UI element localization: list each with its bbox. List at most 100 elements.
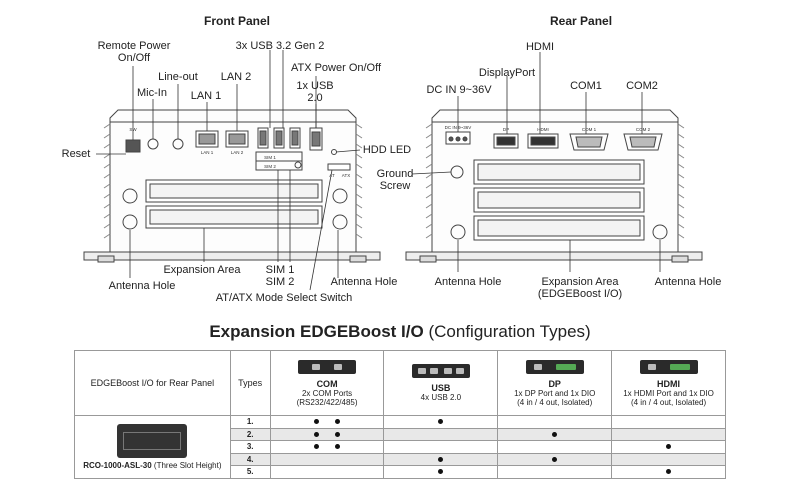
label-atx-power: ATX Power On/Off: [290, 62, 382, 74]
label-line-out: Line-out: [158, 71, 198, 83]
type-number: 4.: [229, 452, 271, 466]
header-hdmi-line2: (4 in / 4 out, Isolated): [630, 397, 707, 407]
usb-module-image: [411, 364, 470, 378]
front-panel-title: Front Panel: [204, 14, 271, 28]
label-sim: SIM 1 SIM 2: [260, 264, 300, 288]
config-title: Expansion EDGEBoost I/O (Configuration T…: [0, 322, 800, 342]
silk-lan1: LAN 1: [201, 150, 214, 155]
config-header-row: EDGEBoost I/O for Rear Panel Types COM 2…: [74, 350, 726, 416]
label-expansion-rear: Expansion Area (EDGEBoost I/O): [532, 276, 628, 300]
label-hdd-led: HDD LED: [362, 144, 412, 156]
included-dot: [314, 431, 320, 437]
silk-labels: SW LAN 1 LAN 2 SIM 1 SIM 2 AT ATX DC IN …: [129, 125, 650, 178]
label-antenna-front-left: Antenna Hole: [108, 280, 176, 292]
label-usb20-line2: 2.0: [307, 92, 323, 104]
label-usb20-line1: 1x USB: [296, 80, 334, 92]
silk-hdmi: HDMI: [537, 127, 549, 132]
label-ground-line2: Screw: [379, 180, 411, 192]
label-antenna-front-right: Antenna Hole: [330, 276, 398, 288]
cell-dp: [497, 440, 613, 454]
cell-hdmi: [611, 465, 726, 479]
silk-at: AT: [329, 173, 335, 178]
cell-dp: [497, 415, 613, 429]
cell-com: [269, 465, 385, 479]
cell-dp: [497, 427, 613, 441]
included-dot: [666, 469, 672, 475]
config-row: 3.: [75, 440, 726, 454]
config-row: 4.: [75, 452, 726, 466]
header-usb-name: USB: [431, 383, 451, 393]
silk-sim2: SIM 2: [264, 164, 276, 169]
label-ground-screw: Ground Screw: [372, 168, 418, 192]
silk-sw: SW: [129, 127, 137, 132]
model-note: (Three Slot Height): [153, 460, 222, 470]
header-hdmi-name: HDMI: [657, 378, 681, 389]
label-com2: COM2: [626, 80, 658, 92]
cell-dp: [497, 452, 613, 466]
config-row: RCO-1000-ASL-30 (Three Slot Height)1.: [74, 415, 726, 479]
silk-com2: COM 2: [636, 127, 651, 132]
cell-hdmi: [611, 427, 726, 441]
model-image: [117, 423, 188, 458]
label-ground-line1: Ground: [376, 168, 414, 180]
header-dp-line2: (4 in / 4 out, Isolated): [517, 397, 593, 407]
header-dp-name: DP: [548, 378, 561, 389]
model-name: RCO-1000-ASL-30: [83, 460, 152, 470]
label-atx-switch: AT/ATX Mode Select Switch: [215, 292, 353, 304]
front-chassis: [83, 109, 381, 263]
config-title-rest: (Configuration Types): [428, 322, 591, 341]
rear-panel-title: Rear Panel: [550, 14, 613, 28]
label-reset: Reset: [61, 148, 91, 160]
header-hdmi: HDMI 1x HDMI Port and 1x DIO (4 in / 4 o…: [611, 350, 726, 416]
label-displayport: DisplayPort: [478, 67, 536, 79]
included-dot: [335, 431, 341, 437]
model-label: RCO-1000-ASL-30 (Three Slot Height): [75, 461, 230, 470]
header-edgeboost: EDGEBoost I/O for Rear Panel: [74, 350, 231, 416]
config-title-bold: Expansion EDGEBoost I/O: [209, 322, 424, 341]
label-usb32: 3x USB 3.2 Gen 2: [235, 40, 325, 52]
silk-dp: DP: [503, 127, 509, 132]
cell-usb: [383, 440, 499, 454]
type-number: 2.: [229, 427, 271, 441]
included-dot: [438, 469, 444, 475]
leader-lines: [96, 50, 661, 291]
cell-hdmi: [611, 452, 726, 466]
label-remote-power-line2: On/Off: [117, 52, 151, 64]
included-dot: [314, 444, 320, 450]
panel-diagrams: SW LAN 1 LAN 2 SIM 1 SIM 2 AT ATX DC IN …: [83, 50, 703, 291]
header-dp: DP 1x DP Port and 1x DIO (4 in / 4 out, …: [497, 350, 613, 416]
cell-hdmi: [611, 440, 726, 454]
included-dot: [552, 431, 558, 437]
cell-hdmi: [611, 415, 726, 429]
label-com1: COM1: [570, 80, 602, 92]
cell-com: [269, 415, 385, 429]
label-mic-in: Mic-In: [137, 87, 167, 99]
cell-usb: [383, 427, 499, 441]
label-sim1: SIM 1: [265, 264, 295, 276]
type-number: 5.: [229, 465, 271, 479]
included-dot: [666, 444, 672, 450]
cell-usb: [383, 465, 499, 479]
header-com-line1: 2x COM Ports: [301, 388, 353, 398]
included-dot: [314, 419, 320, 425]
label-sim2: SIM 2: [265, 276, 295, 288]
label-lan1: LAN 1: [190, 90, 222, 102]
label-dc-in: DC IN 9~36V: [426, 84, 492, 96]
cell-usb: [383, 415, 499, 429]
label-antenna-rear-right: Antenna Hole: [654, 276, 722, 288]
config-table: EDGEBoost I/O for Rear Panel Types COM 2…: [74, 350, 726, 479]
silk-lan2: LAN 2: [231, 150, 244, 155]
included-dot: [552, 456, 558, 462]
included-dot: [335, 419, 341, 425]
header-com-line2: (RS232/422/485): [296, 397, 358, 407]
hdmi-module-image: [639, 359, 698, 374]
dp-module-image: [525, 359, 584, 374]
silk-dc: DC IN 9~36V: [445, 125, 472, 130]
label-expansion-front: Expansion Area: [163, 264, 241, 276]
included-dot: [438, 456, 444, 462]
rear-chassis: [405, 109, 703, 263]
header-com-name: COM: [316, 378, 338, 389]
label-remote-power-line1: Remote Power: [97, 40, 171, 52]
type-number: 3.: [229, 440, 271, 454]
label-antenna-rear-left: Antenna Hole: [434, 276, 502, 288]
